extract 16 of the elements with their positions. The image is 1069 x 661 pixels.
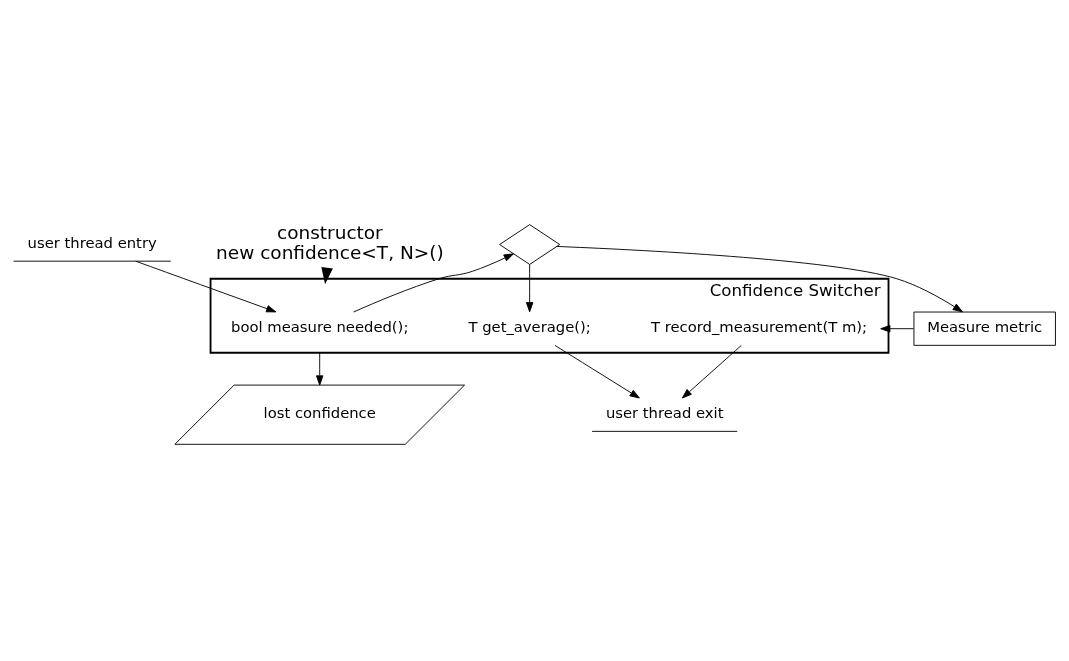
node-text: user thread exit <box>605 403 724 421</box>
node-text: constructor new confidence<T, N>() <box>216 221 444 263</box>
arrow <box>556 245 963 312</box>
arrow <box>353 252 514 312</box>
node-text: T get_average(); <box>468 317 591 335</box>
arrow <box>316 351 324 386</box>
arrow <box>525 263 534 312</box>
node-diamond <box>499 223 561 265</box>
node-box: Measure metric <box>913 311 1056 346</box>
arrow <box>681 344 742 398</box>
arrow <box>554 344 640 398</box>
arrow <box>135 260 277 312</box>
arrow <box>880 324 915 332</box>
node-text: bool measure needed(); <box>231 317 409 335</box>
node-text: T record_measurement(T m); <box>650 317 868 335</box>
node-text: user thread entry <box>27 233 157 251</box>
